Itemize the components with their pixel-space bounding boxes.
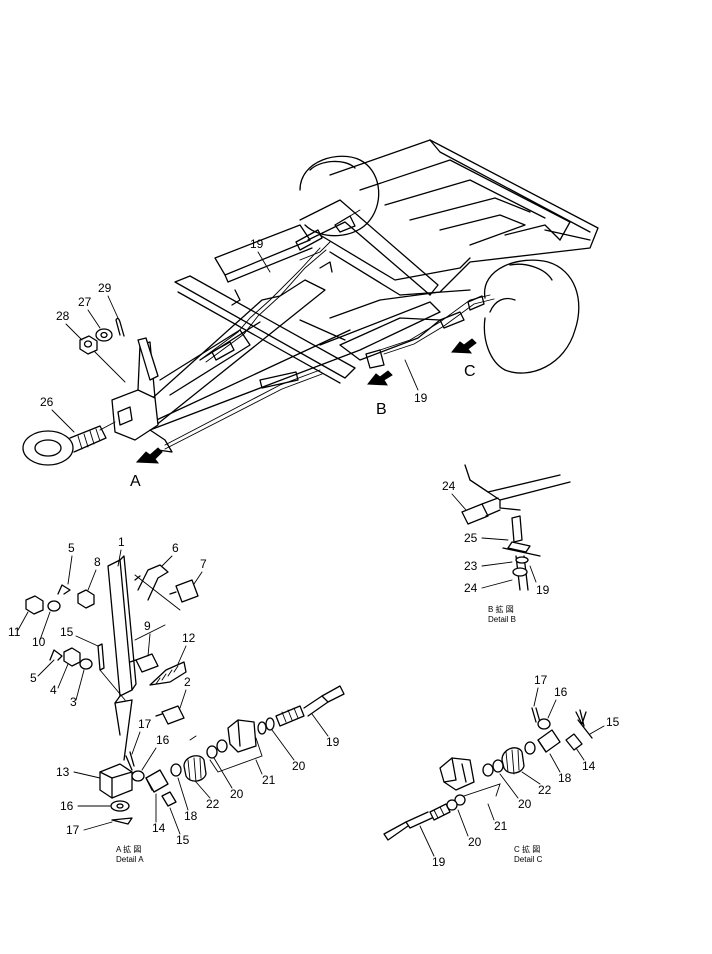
detail-a-drawing [25, 555, 345, 825]
callout-8: 8 [94, 555, 101, 569]
callout-22-detail-c: 22 [538, 783, 552, 797]
detail-b-caption-line2: Detail B [488, 615, 516, 624]
callout-12: 12 [182, 631, 196, 645]
callout-23: 23 [464, 559, 478, 573]
callout-26: 26 [40, 395, 54, 409]
callout-18: 18 [184, 809, 198, 823]
callout-10: 10 [32, 635, 46, 649]
view-arrow-b [367, 370, 393, 386]
callout-21: 21 [262, 773, 276, 787]
callout-19-main-b: 19 [414, 391, 428, 405]
callout-21-detail-c: 21 [494, 819, 508, 833]
view-arrow-a [135, 447, 163, 464]
nut-washer-pin-group [79, 317, 126, 383]
callout-14: 14 [152, 821, 166, 835]
detail-c-drawing [383, 707, 593, 841]
callout-20-a: 20 [230, 787, 244, 801]
callout-5-b: 5 [30, 671, 37, 685]
callout-4: 4 [50, 683, 57, 697]
rear-right-wheel [483, 259, 580, 374]
callout-19-main-a: 19 [250, 237, 264, 251]
view-label-a: A [130, 473, 141, 490]
callout-27: 27 [78, 295, 92, 309]
rear-left-wheel [299, 155, 380, 237]
callout-19-detail-a: 19 [326, 735, 340, 749]
detail-c-callouts: 17 16 15 14 18 22 20 21 20 19 C 拡 図 Deta… [419, 673, 620, 869]
detail-c-caption-line2: Detail C [514, 855, 543, 864]
view-label-c: C [464, 363, 476, 380]
detail-b-callouts: 24 25 23 24 19 B 拡 図 Detail B [442, 479, 550, 624]
callout-15-b: 15 [176, 833, 190, 847]
view-arrow-c [451, 338, 477, 354]
callout-16-detail-c: 16 [554, 685, 568, 699]
callout-15-a: 15 [60, 625, 74, 639]
detail-c-caption-line1: C 拡 図 [514, 844, 540, 854]
callout-19-detail-c: 19 [432, 855, 446, 869]
detail-b-drawing [461, 464, 571, 591]
callout-13: 13 [56, 765, 70, 779]
callout-1: 1 [118, 535, 125, 549]
callout-16-a: 16 [156, 733, 170, 747]
tow-eye-bolt [22, 421, 116, 466]
detail-a-caption-line1: A 拡 図 [116, 844, 141, 854]
callout-28: 28 [56, 309, 70, 323]
callout-14-detail-c: 14 [582, 759, 596, 773]
callout-7: 7 [200, 557, 207, 571]
callout-2: 2 [184, 675, 191, 689]
callout-5-a: 5 [68, 541, 75, 555]
callout-18-detail-c: 18 [558, 771, 572, 785]
callout-20-b: 20 [292, 759, 306, 773]
callout-16-b: 16 [60, 799, 74, 813]
callout-9: 9 [144, 619, 151, 633]
callout-15-detail-c: 15 [606, 715, 620, 729]
detail-b-caption-line1: B 拡 図 [488, 604, 514, 614]
callout-20-detail-c-b: 20 [468, 835, 482, 849]
callout-17-detail-c: 17 [534, 673, 548, 687]
callout-11: 11 [8, 625, 21, 639]
callout-22: 22 [206, 797, 220, 811]
view-arrows [135, 338, 477, 464]
callout-17-b: 17 [66, 823, 80, 837]
detail-a-caption-line2: Detail A [116, 855, 144, 864]
trailer-frame-drawing [111, 139, 599, 453]
callout-6: 6 [172, 541, 179, 555]
callout-3: 3 [70, 695, 77, 709]
callout-19-detail-b: 19 [536, 583, 550, 597]
callout-25: 25 [464, 531, 478, 545]
callout-20-detail-c-a: 20 [518, 797, 532, 811]
callout-24-detail-b-a: 24 [442, 479, 456, 493]
main-callouts: 19 19 29 27 28 26 A B C [40, 237, 476, 490]
detail-a-callouts: 1 5 8 6 7 11 10 15 9 12 5 4 3 2 17 16 13… [8, 535, 340, 864]
view-label-b: B [376, 401, 387, 418]
callout-24-detail-b-b: 24 [464, 581, 478, 595]
callout-29: 29 [98, 281, 112, 295]
callout-17-a: 17 [138, 717, 152, 731]
